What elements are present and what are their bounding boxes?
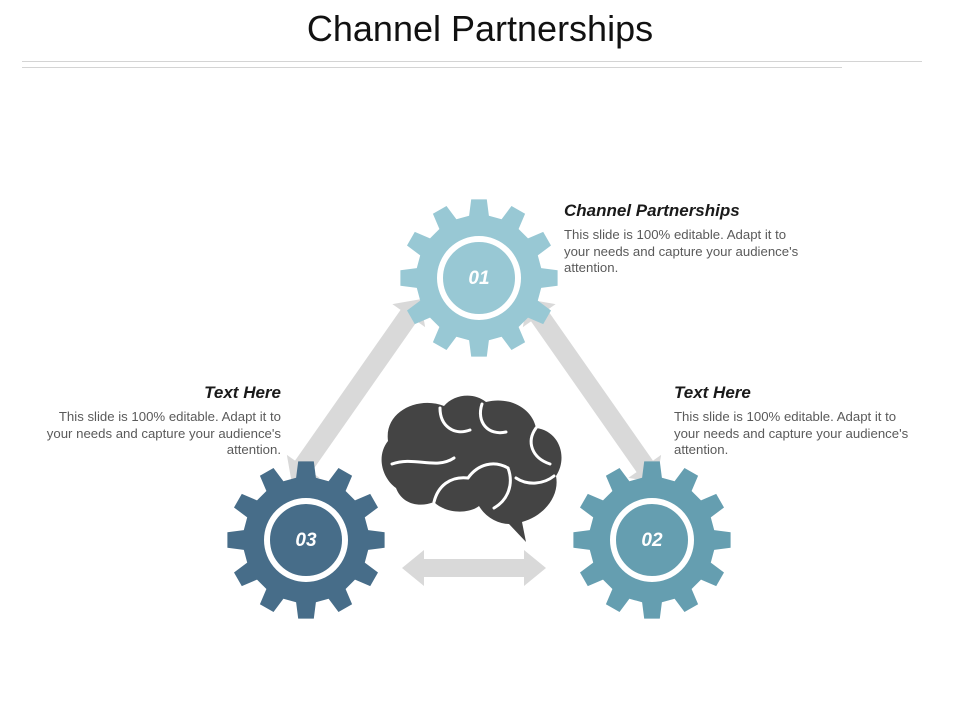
gear-number-03: 03 (295, 530, 317, 551)
title-divider (22, 61, 922, 62)
gear-inner-ring (437, 236, 521, 320)
title-divider-secondary (22, 67, 842, 68)
brain-icon (381, 395, 562, 542)
gear-icon-02 (573, 461, 731, 619)
slide-title: Channel Partnerships (306, 8, 654, 49)
block-heading: Text Here (674, 383, 751, 402)
gear-icon-03 (227, 461, 385, 619)
text-block-left: Text Here This slide is 100% editable. A… (41, 383, 281, 459)
double-arrow-icon (522, 299, 662, 483)
block-body: This slide is 100% editable. Adapt it to… (564, 227, 799, 276)
gear-body (573, 461, 731, 619)
gear-body (400, 199, 558, 357)
block-body: This slide is 100% editable. Adapt it to… (674, 409, 909, 458)
text-block-right: Text Here This slide is 100% editable. A… (674, 383, 914, 459)
gear-number-01: 01 (468, 268, 489, 289)
gear-body (227, 461, 385, 619)
block-body: This slide is 100% editable. Adapt it to… (46, 409, 281, 458)
text-block-top: Channel Partnerships This slide is 100% … (564, 201, 804, 277)
block-heading: Channel Partnerships (564, 201, 740, 220)
double-arrow-icon (402, 550, 546, 586)
gear-inner-ring (610, 498, 694, 582)
gear-icon-01 (400, 199, 558, 357)
gear-number-02: 02 (641, 530, 663, 551)
double-arrow-icon (286, 299, 426, 483)
block-heading: Text Here (204, 383, 281, 402)
gear-inner-ring (264, 498, 348, 582)
